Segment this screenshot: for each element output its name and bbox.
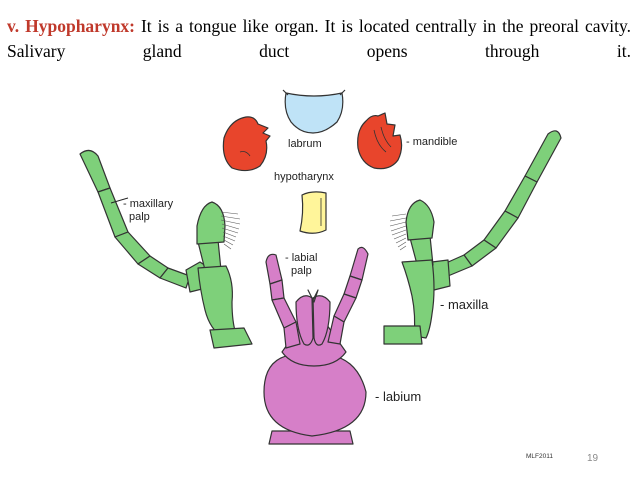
description-text: It is a tongue like organ. It is located…	[7, 16, 631, 61]
label-maxilla: - maxilla	[440, 297, 489, 312]
image-credit: MLF2011	[526, 453, 553, 460]
labrum-shape	[284, 92, 344, 134]
mandible-left-shape	[222, 116, 271, 172]
label-labial-palp-line1: - labial	[285, 252, 317, 264]
label-labium: - labium	[375, 389, 421, 404]
page-number: 19	[587, 453, 599, 464]
description-paragraph: v. Hypopharynx: It is a tongue like orga…	[7, 14, 631, 64]
maxilla-left-shape	[79, 149, 253, 349]
label-maxillary-palp-line2: palp	[129, 211, 150, 223]
hypopharynx-shape	[299, 191, 327, 234]
label-labial-palp-line2: palp	[291, 265, 312, 277]
label-labrum: labrum	[288, 138, 322, 150]
label-mandible: - mandible	[406, 136, 457, 148]
label-hypopharynx: hypotharynx	[274, 171, 334, 183]
labium-shape	[263, 246, 369, 445]
label-maxillary-palp-line1: - maxillary	[123, 198, 174, 210]
mandible-right-shape	[357, 112, 403, 170]
maxilla-right-shape	[383, 130, 562, 345]
term-heading: v. Hypopharynx:	[7, 16, 136, 36]
